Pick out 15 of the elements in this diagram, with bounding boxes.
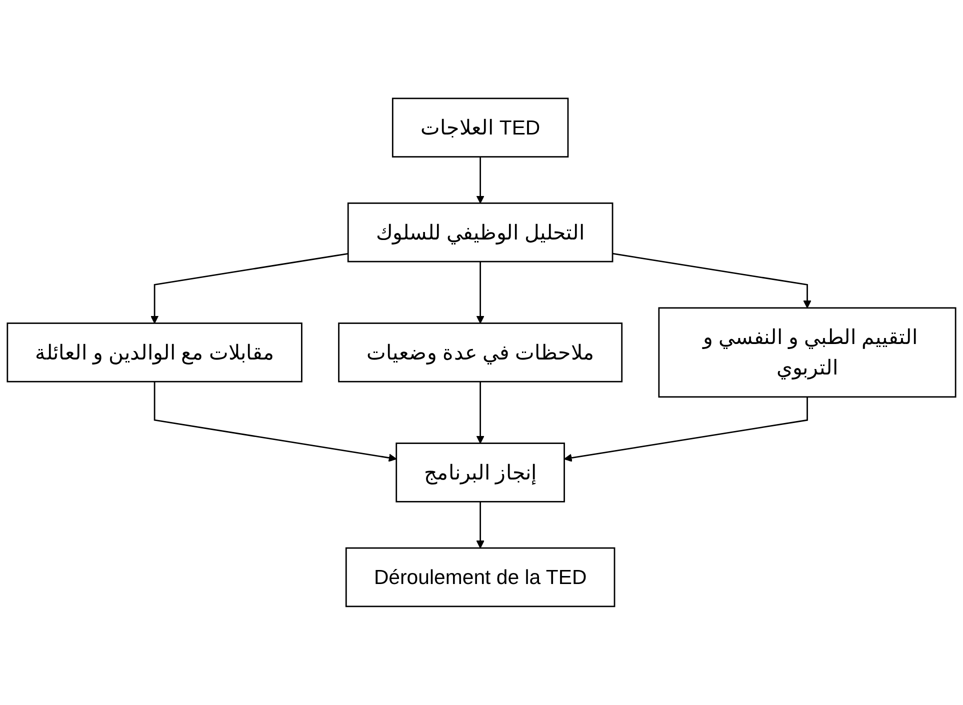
arrow (150, 253, 348, 324)
node-box: مقابلات مع الوالدين و العائلة (6, 322, 302, 382)
arrow (476, 502, 484, 548)
node-box: Déroulement de la TED (345, 547, 616, 608)
arrow (612, 252, 812, 308)
node-box: ملاحظات في عدة وضعيات (338, 322, 623, 382)
arrow (476, 156, 484, 204)
node-box: العلاجات TED (392, 98, 569, 158)
arrow (154, 382, 397, 462)
arrow (476, 382, 484, 444)
arrow (476, 262, 484, 324)
node-box: إنجاز البرنامج (396, 442, 565, 502)
arrow (564, 397, 808, 462)
node-box: التقييم الطبي و النفسي و التربوي (658, 307, 956, 398)
node-box: التحليل الوظيفي للسلوك (347, 202, 614, 262)
